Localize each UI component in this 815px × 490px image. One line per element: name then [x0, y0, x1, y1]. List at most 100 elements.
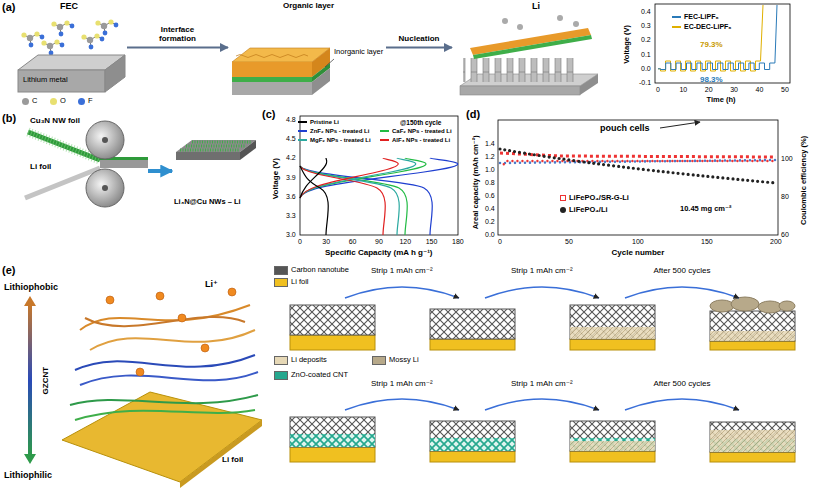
axis-title: Areal capacity (mAh cm⁻²) [472, 135, 481, 229]
gradient-scaffold [156, 292, 164, 300]
fec-molecules [51, 20, 74, 36]
tick-label: 3.0 [286, 231, 296, 239]
tick-label: 1.4 [485, 140, 495, 148]
flow-arrow [386, 47, 452, 49]
fec-molecules [41, 39, 64, 55]
tick-label: 1.2 [485, 153, 495, 161]
tick-label: 50 [565, 238, 573, 246]
capacity-chart-d [502, 161, 776, 166]
gradient-scaffold [201, 344, 209, 352]
legend-item: EC-DEC-LiPF₆ [672, 23, 732, 31]
sei-stack [312, 68, 330, 95]
tick-label: 0.4 [485, 205, 495, 213]
capacity-chart-d [498, 120, 778, 235]
sei-stack [325, 59, 334, 67]
stripping-schematics [430, 438, 515, 451]
tick-label: 3.6 [286, 193, 296, 201]
legend-item: AlF₃ NPs - treated Li [380, 137, 450, 144]
legend-swatch [78, 98, 85, 105]
voltage-chart-a [658, 5, 777, 70]
material-label: Li foil [222, 455, 243, 464]
chart-note: @150th cycle [400, 119, 441, 126]
panel-letter: (c) [262, 108, 275, 121]
tick-label: 3.9 [286, 174, 296, 182]
tick-label: 120 [399, 238, 411, 246]
voltage-chart-c [300, 116, 458, 235]
legend-text: LiFePO₄/SR-G-Li [569, 194, 629, 203]
rolling-press [102, 185, 108, 191]
gradient-scaffold [85, 317, 245, 326]
rolling-press [102, 137, 108, 143]
legend-item: F [78, 97, 93, 106]
legend-text: FEC-LiPF₆ [684, 13, 719, 21]
lithium-slab [105, 55, 125, 92]
step-label: After 500 cycles [654, 266, 711, 275]
lithium-slab [18, 55, 125, 92]
tick-label: 0.0 [485, 231, 495, 239]
tick-label: 200 [770, 238, 782, 246]
nucleation-sketch [460, 86, 580, 95]
voltage-chart-c [300, 158, 458, 235]
axis-title: Voltage (V) [271, 158, 280, 199]
legend-item: C [22, 97, 37, 106]
legend-item: Carbon nanotube [274, 266, 349, 275]
stripping-schematics [710, 422, 795, 452]
stripping-schematics [290, 434, 375, 447]
tick-label: 30 [730, 86, 738, 94]
stripping-schematics [710, 300, 734, 312]
stripping-schematics [570, 451, 655, 462]
legend-swatch [298, 130, 307, 132]
panel-letter: (a) [2, 1, 15, 14]
voltage-chart-c [300, 158, 426, 198]
stripping-schematics [710, 311, 795, 341]
stripping-schematics [430, 309, 515, 339]
legend-item: ZnF₂ NPs - treated Li [298, 128, 369, 135]
nucleation-sketch [463, 58, 578, 82]
stripping-schematics [625, 287, 739, 298]
tick-label: 0.4 [641, 8, 651, 16]
legend-text: CaF₂ NPs - treated Li [392, 128, 452, 135]
panel-letter: (e) [2, 264, 15, 277]
tick-label: 0.8 [485, 179, 495, 187]
voltage-chart-a [658, 5, 763, 71]
legend-text: LiFePO₄/Li [569, 206, 608, 215]
schematic-panel: Organic layerInorganic layer [228, 0, 386, 95]
stripping-schematics [570, 438, 655, 451]
foil-label: Cu₃N NW foil [30, 116, 80, 125]
tick-label: 60 [349, 238, 357, 246]
layer-label: Inorganic layer [334, 48, 383, 57]
voltage-chart-c [300, 166, 328, 235]
axis-title: Cycle number [612, 248, 665, 257]
fec-molecules [21, 31, 44, 47]
gradient-scaffold [62, 392, 262, 482]
material-label: GZCNT [41, 366, 50, 394]
stripping-schematics [485, 287, 599, 298]
legend-text: Carbon nanotube [291, 266, 349, 275]
stripping-schematics [731, 297, 759, 311]
stripping-schematics [345, 399, 459, 410]
legend-swatch [380, 139, 389, 141]
flow-arrow [148, 169, 172, 173]
stripping-schematics [430, 339, 515, 350]
legend-swatch [22, 98, 29, 105]
stripping-schematics [430, 421, 515, 451]
legend-swatch [50, 98, 57, 105]
stripping-schematics [290, 335, 375, 350]
axis-title: Voltage (V) [623, 25, 632, 64]
gradient-scaffold [106, 296, 114, 304]
tick-label: 10 [679, 86, 687, 94]
stripping-schematics [625, 399, 739, 410]
lithium-slab [18, 70, 105, 92]
legend-text: Li foil [291, 278, 309, 287]
legend-item: Pristine Li [298, 119, 339, 126]
tick-label: 4.8 [286, 116, 296, 124]
stripping-schematics [290, 447, 375, 462]
tick-label: 0.0 [641, 65, 651, 73]
stripping-schematics [570, 421, 655, 451]
flow-arrow [127, 47, 228, 49]
stripping-schematics [570, 305, 655, 339]
capacity-chart-d [500, 149, 776, 183]
stripping-schematics [570, 339, 655, 350]
legend-swatch [274, 371, 288, 380]
